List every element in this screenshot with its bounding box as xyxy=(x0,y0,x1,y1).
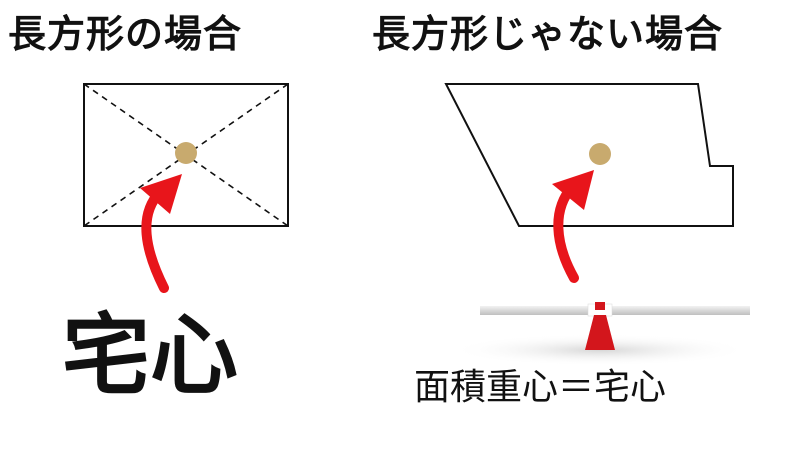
area-centroid-equation: 面積重心＝宅心 xyxy=(414,367,667,408)
curved-arrow-icon xyxy=(140,174,182,293)
rectangle-centroid-dot xyxy=(175,142,197,164)
irregular-shape xyxy=(444,83,734,227)
non-rectangle-case-title: 長方形じゃない場合 xyxy=(372,12,724,56)
seesaw-balance-icon xyxy=(450,302,750,366)
house-center-label: 宅心 xyxy=(62,304,239,407)
irregular-centroid-dot xyxy=(589,143,611,165)
curved-arrow-icon xyxy=(552,170,594,283)
rectangle-case-title: 長方形の場合 xyxy=(8,12,243,56)
